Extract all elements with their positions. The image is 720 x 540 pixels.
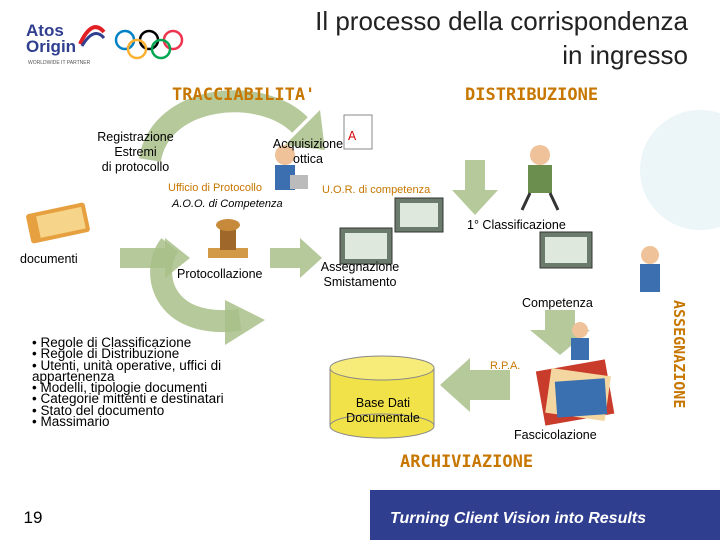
label-smistamento-line2: Smistamento [314, 275, 406, 290]
header-assegnazione: ASSEGNAZIONE [670, 300, 688, 408]
label-assegnazione-smistamento: Assegnazione Smistamento [314, 260, 406, 290]
stamp-icon [208, 219, 248, 258]
label-aoo: A.O.O. di Competenza [172, 198, 283, 210]
footer-tagline: Turning Client Vision into Results [390, 510, 646, 528]
label-registrazione-line1: Registrazione [88, 130, 183, 145]
page-number: 19 [18, 508, 48, 528]
computer-monitor-icon-2 [540, 232, 592, 268]
label-registrazione: Registrazione Estremi di protocollo [88, 130, 183, 175]
label-classificazione: 1° Classificazione [467, 218, 566, 233]
label-acquisizione-line1: Acquisizione [262, 137, 354, 152]
label-registrazione-line2: Estremi [88, 145, 183, 160]
header-tracciabilita: TRACCIABILITA' [172, 85, 315, 105]
label-fascicolazione: Fascicolazione [514, 428, 597, 443]
decorative-circle-icon [640, 110, 720, 230]
label-acquisizione-line2: ottica [262, 152, 354, 167]
bullet-item: • Massimario [32, 416, 297, 427]
rules-bullet-list: • Regole di Classificazione • Regole di … [32, 337, 297, 427]
label-acquisizione: Acquisizione ottica [262, 137, 354, 167]
header-distribuzione: DISTRIBUZIONE [465, 85, 598, 105]
documents-pile-icon [26, 202, 91, 244]
label-uor: U.O.R. di competenza [322, 184, 430, 196]
folders-stack-icon [536, 359, 614, 425]
label-competenza: Competenza [522, 296, 593, 311]
label-protocollazione: Protocollazione [177, 267, 262, 282]
person-desk-icon [640, 246, 660, 292]
down-right-arrow-icon [452, 160, 498, 215]
label-base-dati-line2: Documentale [338, 411, 428, 426]
label-ufficio-protocollo: Ufficio di Protocollo [168, 182, 262, 194]
person-rpa-icon [571, 322, 589, 360]
computer-monitor-icon-3 [340, 228, 392, 264]
label-base-dati: Base Dati Documentale [338, 396, 428, 426]
person-thinking-icon [522, 145, 558, 210]
label-documenti: documenti [20, 252, 78, 267]
footer-white-panel [0, 490, 370, 540]
header-archiviazione: ARCHIVIAZIONE [400, 452, 533, 472]
header-assegnazione-wrapper: ASSEGNAZIONE [668, 300, 688, 445]
label-base-dati-line1: Base Dati [338, 396, 428, 411]
label-registrazione-line3: di protocollo [88, 160, 183, 175]
label-assegnazione-line1: Assegnazione [314, 260, 406, 275]
label-rpa: R.P.A. [490, 360, 520, 372]
computer-monitor-icon-1 [395, 198, 443, 232]
